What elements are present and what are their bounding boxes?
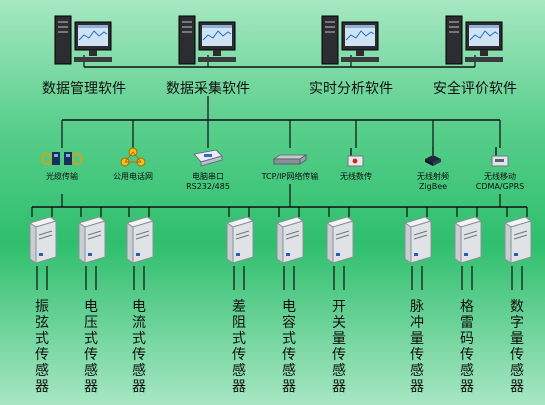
serial-converter-icon	[191, 146, 225, 172]
computer-icon	[445, 12, 505, 67]
comm-label-line2: CDMA/GPRS	[475, 182, 525, 191]
sensor-label: 开关量传感器	[332, 299, 346, 395]
fiber-transceiver-icon	[40, 146, 84, 172]
data-collector-icon	[26, 215, 60, 271]
sensor-label: 脉冲量传感器	[410, 299, 424, 395]
data-collector-icon	[75, 215, 109, 271]
sensor-label: 电流式传感器	[132, 299, 146, 395]
comm-label-line1: 无线数传	[340, 172, 372, 181]
telephone-network-icon	[118, 146, 148, 172]
comm-label-line2: ZigBee	[418, 182, 448, 191]
comm-label-line1: 无线移动	[484, 172, 516, 181]
comm-label: 光缆传输	[17, 172, 107, 182]
gprs-module-icon	[489, 146, 511, 172]
software-label: 实时分析软件	[309, 81, 393, 97]
data-collector-icon	[451, 215, 485, 271]
software-label: 数据管理软件	[42, 81, 126, 97]
sensor-label: 格雷码传感器	[460, 299, 474, 395]
zigbee-module-icon	[422, 146, 444, 172]
comm-label-line1: TCP/IP网络传输	[261, 172, 319, 181]
sensor-label: 电容式传感器	[282, 299, 296, 395]
computer-icon	[321, 12, 381, 67]
data-collector-icon	[123, 215, 157, 271]
computer-icon	[54, 12, 114, 67]
comm-label: 无线数传	[311, 172, 401, 182]
comm-label-line2: RS232/485	[186, 182, 230, 191]
computer-icon	[178, 12, 238, 67]
comm-label-line1: 公用电话网	[113, 172, 153, 181]
data-collector-icon	[401, 215, 435, 271]
sensor-label: 电压式传感器	[84, 299, 98, 395]
software-label: 安全评价软件	[433, 81, 517, 97]
comm-label-line1: 光缆传输	[46, 172, 78, 181]
sensor-label: 数字量传感器	[510, 299, 524, 395]
comm-label-line1: 无线射频	[417, 172, 449, 181]
comm-label: TCP/IP网络传输	[245, 172, 335, 182]
wireless-radio-icon	[345, 146, 367, 172]
network-switch-icon	[272, 152, 308, 172]
comm-label-line1: 电脑串口	[192, 172, 224, 181]
data-collector-icon	[501, 215, 535, 271]
sensor-label: 差阻式传感器	[232, 299, 246, 395]
data-collector-icon	[323, 215, 357, 271]
comm-label: 公用电话网	[88, 172, 178, 182]
data-collector-icon	[223, 215, 257, 271]
software-label: 数据采集软件	[166, 81, 250, 97]
data-collector-icon	[273, 215, 307, 271]
sensor-label: 振弦式传感器	[35, 299, 49, 395]
